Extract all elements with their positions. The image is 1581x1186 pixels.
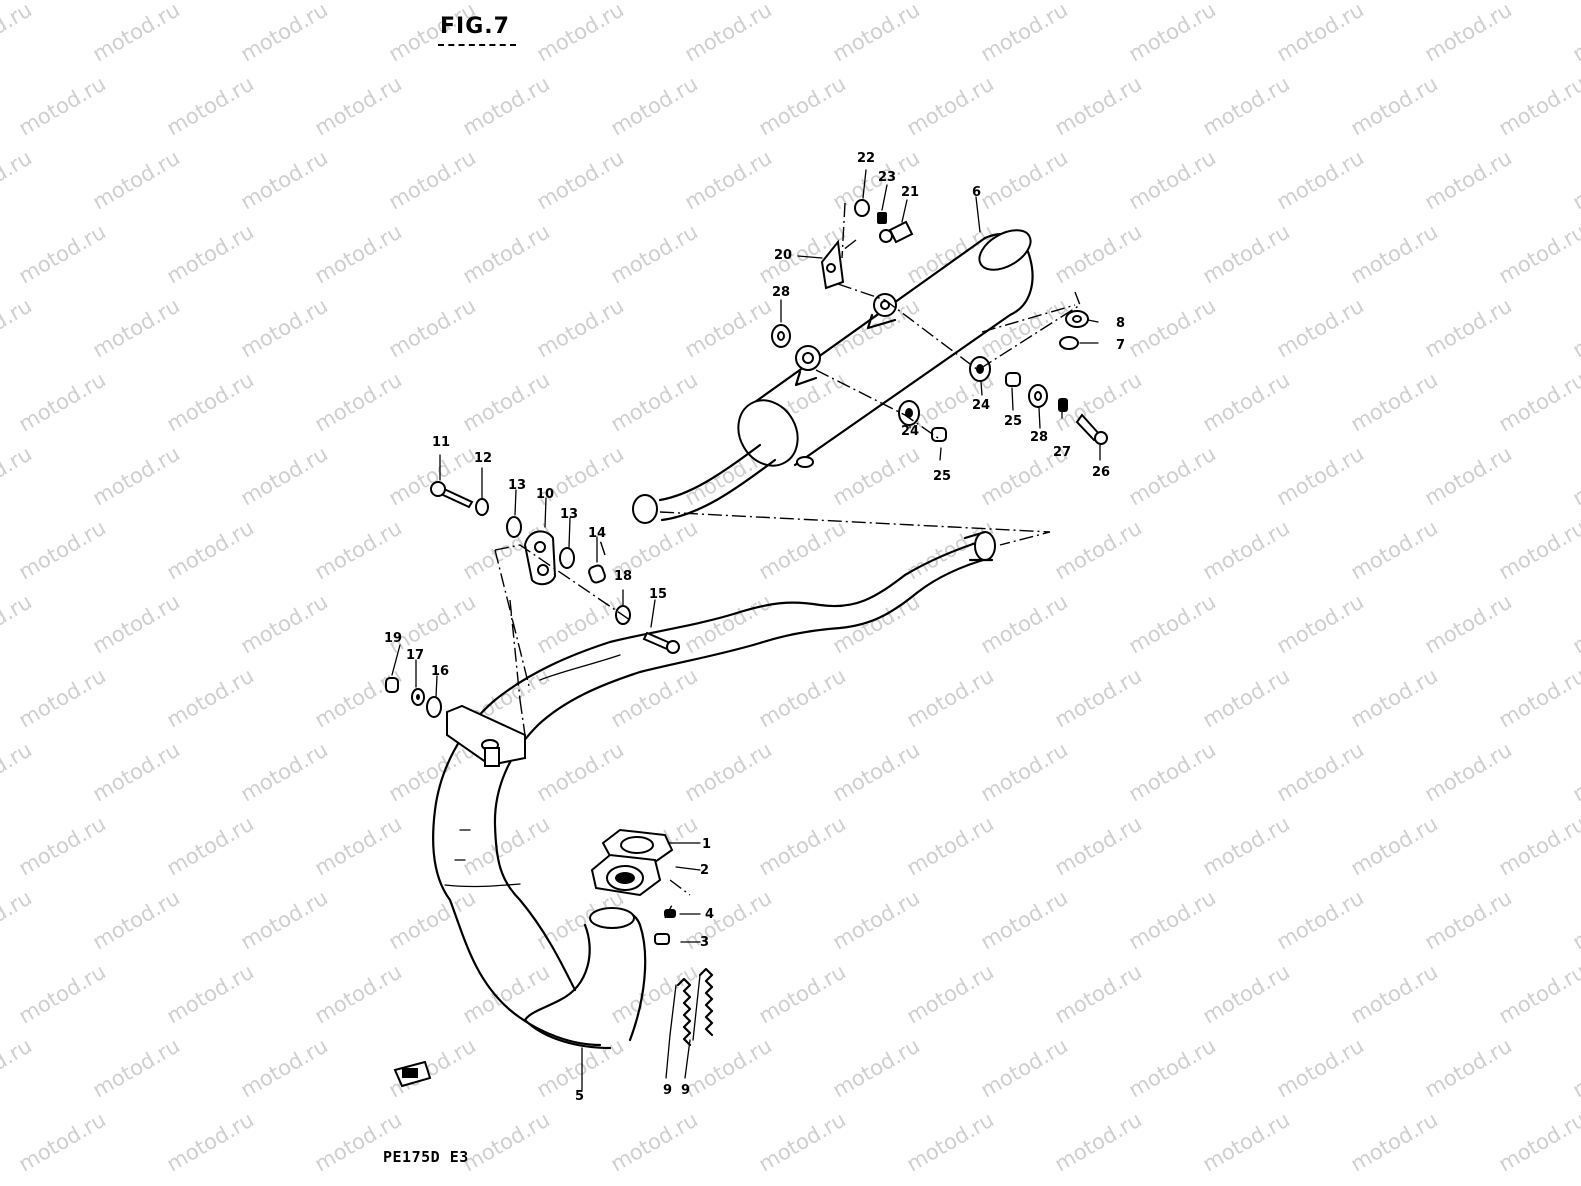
callout-12: 12 [474,451,492,466]
callout-24: 24 [972,398,990,413]
callout-6: 6 [972,185,981,200]
callout-28: 28 [772,285,790,300]
figure-title: FIG.7 [440,14,510,39]
figure-title-underline [438,44,516,46]
callout-11: 11 [432,435,450,450]
callout-16: 16 [431,664,449,679]
callout-21: 21 [901,185,919,200]
callout-7: 7 [1116,338,1125,353]
pipe-mount-bracket [446,704,526,767]
callout-2: 2 [700,863,709,878]
hardware-parts [385,199,1108,1088]
callout-5: 5 [575,1089,584,1104]
muffler-body [632,229,1034,524]
assembly-lines [494,202,1081,919]
callout-18: 18 [614,569,632,584]
callout-13: 13 [508,478,526,493]
callout-14: 14 [588,526,606,541]
callout-20: 20 [774,248,792,263]
model-code: PE175D E3 [383,1148,469,1166]
callout-25: 25 [1004,414,1022,429]
callout-22: 22 [857,151,875,166]
callout-labels: 1 2 3 4 5 6 7 8 9 9 10 11 12 13 13 14 15… [384,151,1125,1104]
callout-9: 9 [681,1083,690,1098]
callout-10: 10 [536,487,554,502]
exhaust-pipe-body [432,530,996,1050]
leader-lines [391,169,1101,1091]
callout-4: 4 [705,907,714,922]
callout-1: 1 [702,837,711,852]
callout-8: 8 [1116,316,1125,331]
callout-23: 23 [878,170,896,185]
callout-17: 17 [406,648,424,663]
callout-19: 19 [384,631,402,646]
callout-24: 24 [901,424,919,439]
callout-15: 15 [649,587,667,602]
callout-3: 3 [700,935,709,950]
callout-13: 13 [560,507,578,522]
callout-26: 26 [1092,465,1110,480]
callout-28: 28 [1030,430,1048,445]
callout-25: 25 [933,469,951,484]
callout-9: 9 [663,1083,672,1098]
callout-27: 27 [1053,445,1071,460]
